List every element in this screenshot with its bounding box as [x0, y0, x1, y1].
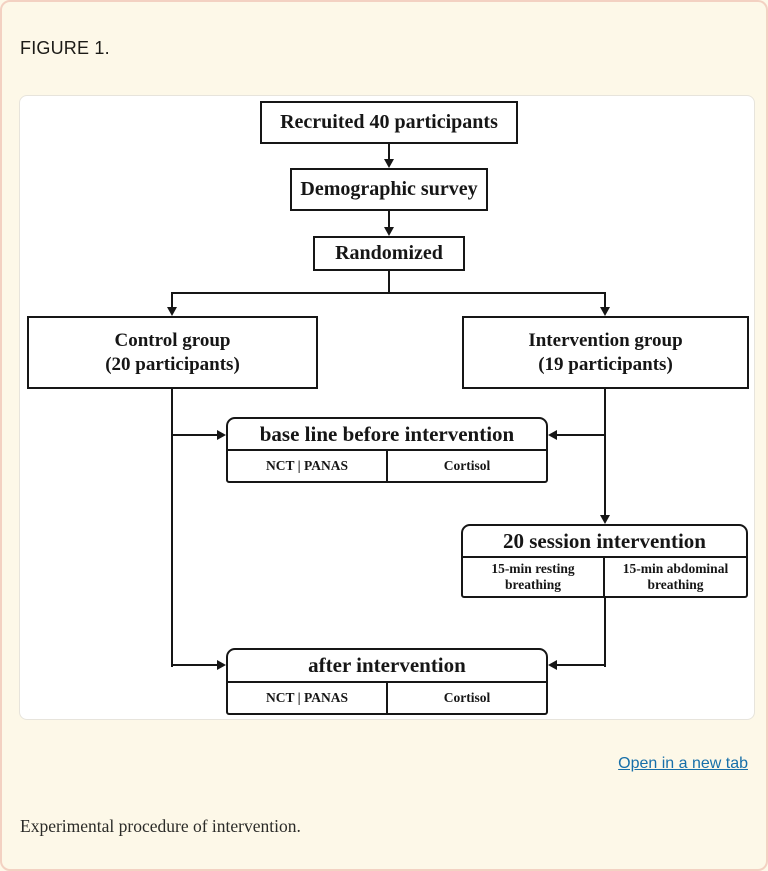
arrow-right-icon: [217, 430, 226, 440]
session-cell-resting: 15-min resting breathing: [463, 558, 605, 596]
session-row: 15-min resting breathing 15-min abdomina…: [463, 558, 746, 596]
connector-line: [604, 292, 606, 308]
connector-line: [172, 434, 218, 436]
connector-line: [556, 434, 606, 436]
connector-line: [604, 598, 606, 667]
recruited-box: Recruited 40 participants: [260, 101, 518, 144]
session-box: 20 session intervention 15-min resting b…: [461, 524, 748, 598]
arrow-left-icon: [548, 660, 557, 670]
arrow-left-icon: [548, 430, 557, 440]
branch-line: [171, 292, 606, 294]
figure-panel: Recruited 40 participants Demographic su…: [19, 95, 755, 720]
randomized-box: Randomized: [313, 236, 465, 271]
control-flow-line: [171, 389, 173, 667]
control-group-line2: (20 participants): [105, 353, 240, 375]
baseline-cell-nct-panas: NCT | PANAS: [228, 451, 388, 481]
arrow-right-icon: [217, 660, 226, 670]
baseline-row: NCT | PANAS Cortisol: [228, 451, 546, 481]
connector-line: [556, 664, 606, 666]
connector-line: [388, 211, 390, 228]
arrow-down-icon: [167, 307, 177, 316]
control-group-line1: Control group: [114, 330, 231, 352]
figure-caption: Experimental procedure of intervention.: [20, 816, 301, 836]
after-box: after intervention NCT | PANAS Cortisol: [226, 648, 548, 715]
after-cell-cortisol: Cortisol: [443, 690, 491, 706]
connector-line: [172, 664, 218, 666]
open-in-new-tab-link[interactable]: Open in a new tab: [618, 755, 748, 772]
intervention-group-line2: (19 participants): [538, 353, 673, 375]
connector-line: [388, 144, 390, 160]
intervention-flow-line: [604, 389, 606, 516]
intervention-group-box: Intervention group (19 participants): [462, 316, 749, 389]
arrow-down-icon: [600, 307, 610, 316]
baseline-box: base line before intervention NCT | PANA…: [226, 417, 548, 483]
arrow-down-icon: [600, 515, 610, 524]
baseline-cell-cortisol: Cortisol: [443, 458, 491, 474]
after-row: NCT | PANAS Cortisol: [228, 683, 546, 713]
figure-label: FIGURE 1.: [20, 38, 110, 58]
arrow-down-icon: [384, 227, 394, 236]
arrow-down-icon: [384, 159, 394, 168]
flowchart: Recruited 40 participants Demographic su…: [20, 96, 754, 719]
connector-line: [171, 292, 173, 308]
connector-line: [388, 271, 390, 294]
intervention-group-line1: Intervention group: [528, 330, 683, 352]
baseline-title: base line before intervention: [228, 419, 546, 451]
survey-box: Demographic survey: [290, 168, 488, 211]
after-title: after intervention: [228, 650, 546, 683]
control-group-box: Control group (20 participants): [27, 316, 318, 389]
after-cell-nct-panas: NCT | PANAS: [228, 683, 388, 713]
session-cell-abdominal: 15-min abdominal breathing: [622, 561, 729, 592]
session-title: 20 session intervention: [463, 526, 746, 558]
